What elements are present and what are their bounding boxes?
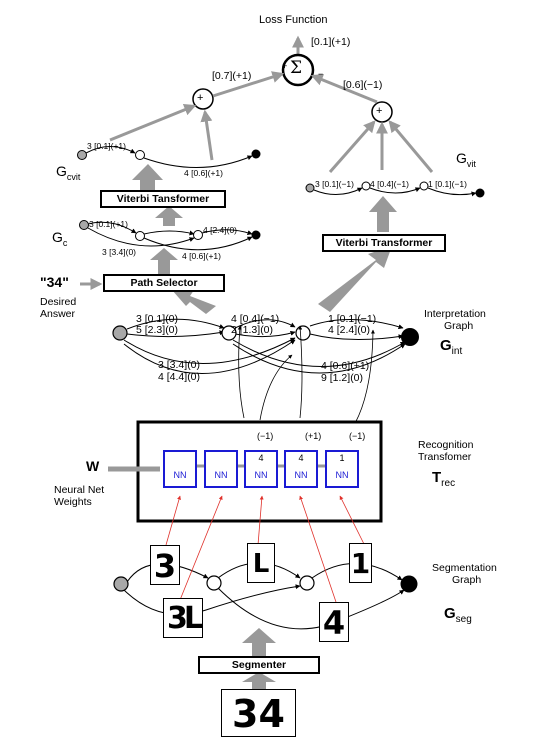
interp-arc-a8: 4 [4.4](0) [158,371,201,383]
interp-arc-a7: 3 [3.4](0) [158,359,201,371]
seg-title: Gseg [444,605,472,625]
gcvit-title: Gcvit [56,163,81,182]
image-to-nn-arrows [165,495,365,603]
segment-image-3: 3 [150,545,180,585]
sum-node [281,53,315,87]
interp-arc-a5: 1 [0.1](−1) [328,313,377,325]
nn-box-5-digit: 1 [339,453,345,463]
recog-title: Trec [432,469,456,489]
desired-label-2: Answer [40,308,76,320]
nn-box-5-label: NN [335,470,349,480]
gvit-arc3: 1 [0.1](−1) [428,179,467,189]
seg-label-2: Graph [452,574,482,586]
recog-label-2: Transfomer [418,451,472,463]
gcvit-graph [77,104,261,169]
interp-label-1: Interpretation [424,308,486,320]
gc-arc3: 4 [2.4](0) [203,225,238,235]
segmenter-out-arrow [242,628,276,656]
nn-box-3-digit: 4 [258,453,264,463]
gvit-graph [305,120,485,198]
interp-arc-a6: 4 [2.4](0) [328,324,371,336]
interp-arc-a3: 4 [0.4](−1) [231,313,280,325]
gcvit-arc2: 4 [0.6](+1) [184,168,223,178]
recog-sign-3: (−1) [349,431,366,441]
plus-right-sign: + [376,105,383,117]
sum-minus-sign: − [318,69,324,79]
viterbi-left-out-arrow [132,164,163,190]
recog-label-1: Recognition [418,439,474,451]
gvit-arc1: 3 [0.1](−1) [315,179,354,189]
interp-label-2: Graph [444,320,474,332]
selector-out-arrow [150,248,178,276]
weights-label-2: Weights [54,496,92,508]
gvit-arc2: 4 [0.4](−1) [370,179,409,189]
segmenter-in-arrow [242,672,276,690]
viterbi-right-box: Viterbi Transformer [322,234,446,252]
sigma-symbol: Σ [290,58,303,78]
desired-label-1: Desired [40,296,77,308]
plus-node-left [192,88,214,110]
segmenter-box: Segmenter [198,656,320,674]
weights-symbol: W [86,458,100,474]
nn-box-2: NN [204,450,238,488]
right-input-value: [0.6](−1) [343,79,383,91]
input-image-34: 34 [221,689,296,737]
recog-sign-1: (−1) [257,431,274,441]
interp-arc-a1: 3 [0.1](0) [136,313,179,325]
interp-title: Gint [440,337,463,357]
gvit-title: Gvit [456,150,476,169]
gc-arc4: 4 [0.6](+1) [182,251,221,261]
segment-image-1: 1 [349,543,372,583]
plus-left-sign: + [197,92,204,104]
nn-box-3-label: NN [254,470,268,480]
loss-function-label: Loss Function [259,14,328,26]
segment-image-4: 4 [319,602,349,642]
nn-box-3: 4 NN [244,450,278,488]
interp-arc-a2: 5 [2.3](0) [136,324,179,336]
interp-arc-a9: 4 [0.6](+1) [321,360,370,372]
nn-box-4: 4 NN [284,450,318,488]
gc-arc2: 3 [3.4](0) [102,247,137,257]
gcvit-arc1: 3 [0.1](+1) [87,141,126,151]
segment-image-l: L [247,543,275,583]
desired-answer-value: "34" [40,274,69,290]
nn-box-4-digit: 4 [298,453,304,463]
viterbi-left-box: Viterbi Tansformer [100,190,226,208]
recog-sign-2: (+1) [305,431,322,441]
left-input-value: [0.7](+1) [212,70,252,82]
nn-box-1: NN [163,450,197,488]
interpretation-graph [112,318,419,374]
gc-to-viterbi-arrow [155,206,183,226]
sum-output-value: [0.1](+1) [311,36,351,48]
gc-graph [79,220,261,251]
nn-box-4-label: NN [294,470,308,480]
seg-label-1: Segmentation [432,562,497,574]
weights-label-1: Neural Net [54,484,105,496]
interp-to-selector-arrow [172,290,216,314]
plus-to-sum-arrows [212,71,378,104]
path-selector-box: Path Selector [103,274,225,292]
interp-arc-a4: 2 [1.3](0) [231,324,274,336]
gc-arc1: 3 [0.1](+1) [89,219,128,229]
sum-plus-sign: + [282,61,288,71]
gc-title: Gc [52,229,68,248]
nn-box-2-label: NN [214,470,228,480]
interp-to-viterbi-arrow [318,246,392,312]
nn-box-1-label: NN [173,470,187,480]
segment-image-3l: 3L [163,598,203,638]
viterbi-right-out-arrow [369,196,397,232]
nn-box-5: 1 NN [325,450,359,488]
interp-arc-a10: 9 [1.2](0) [321,372,364,384]
